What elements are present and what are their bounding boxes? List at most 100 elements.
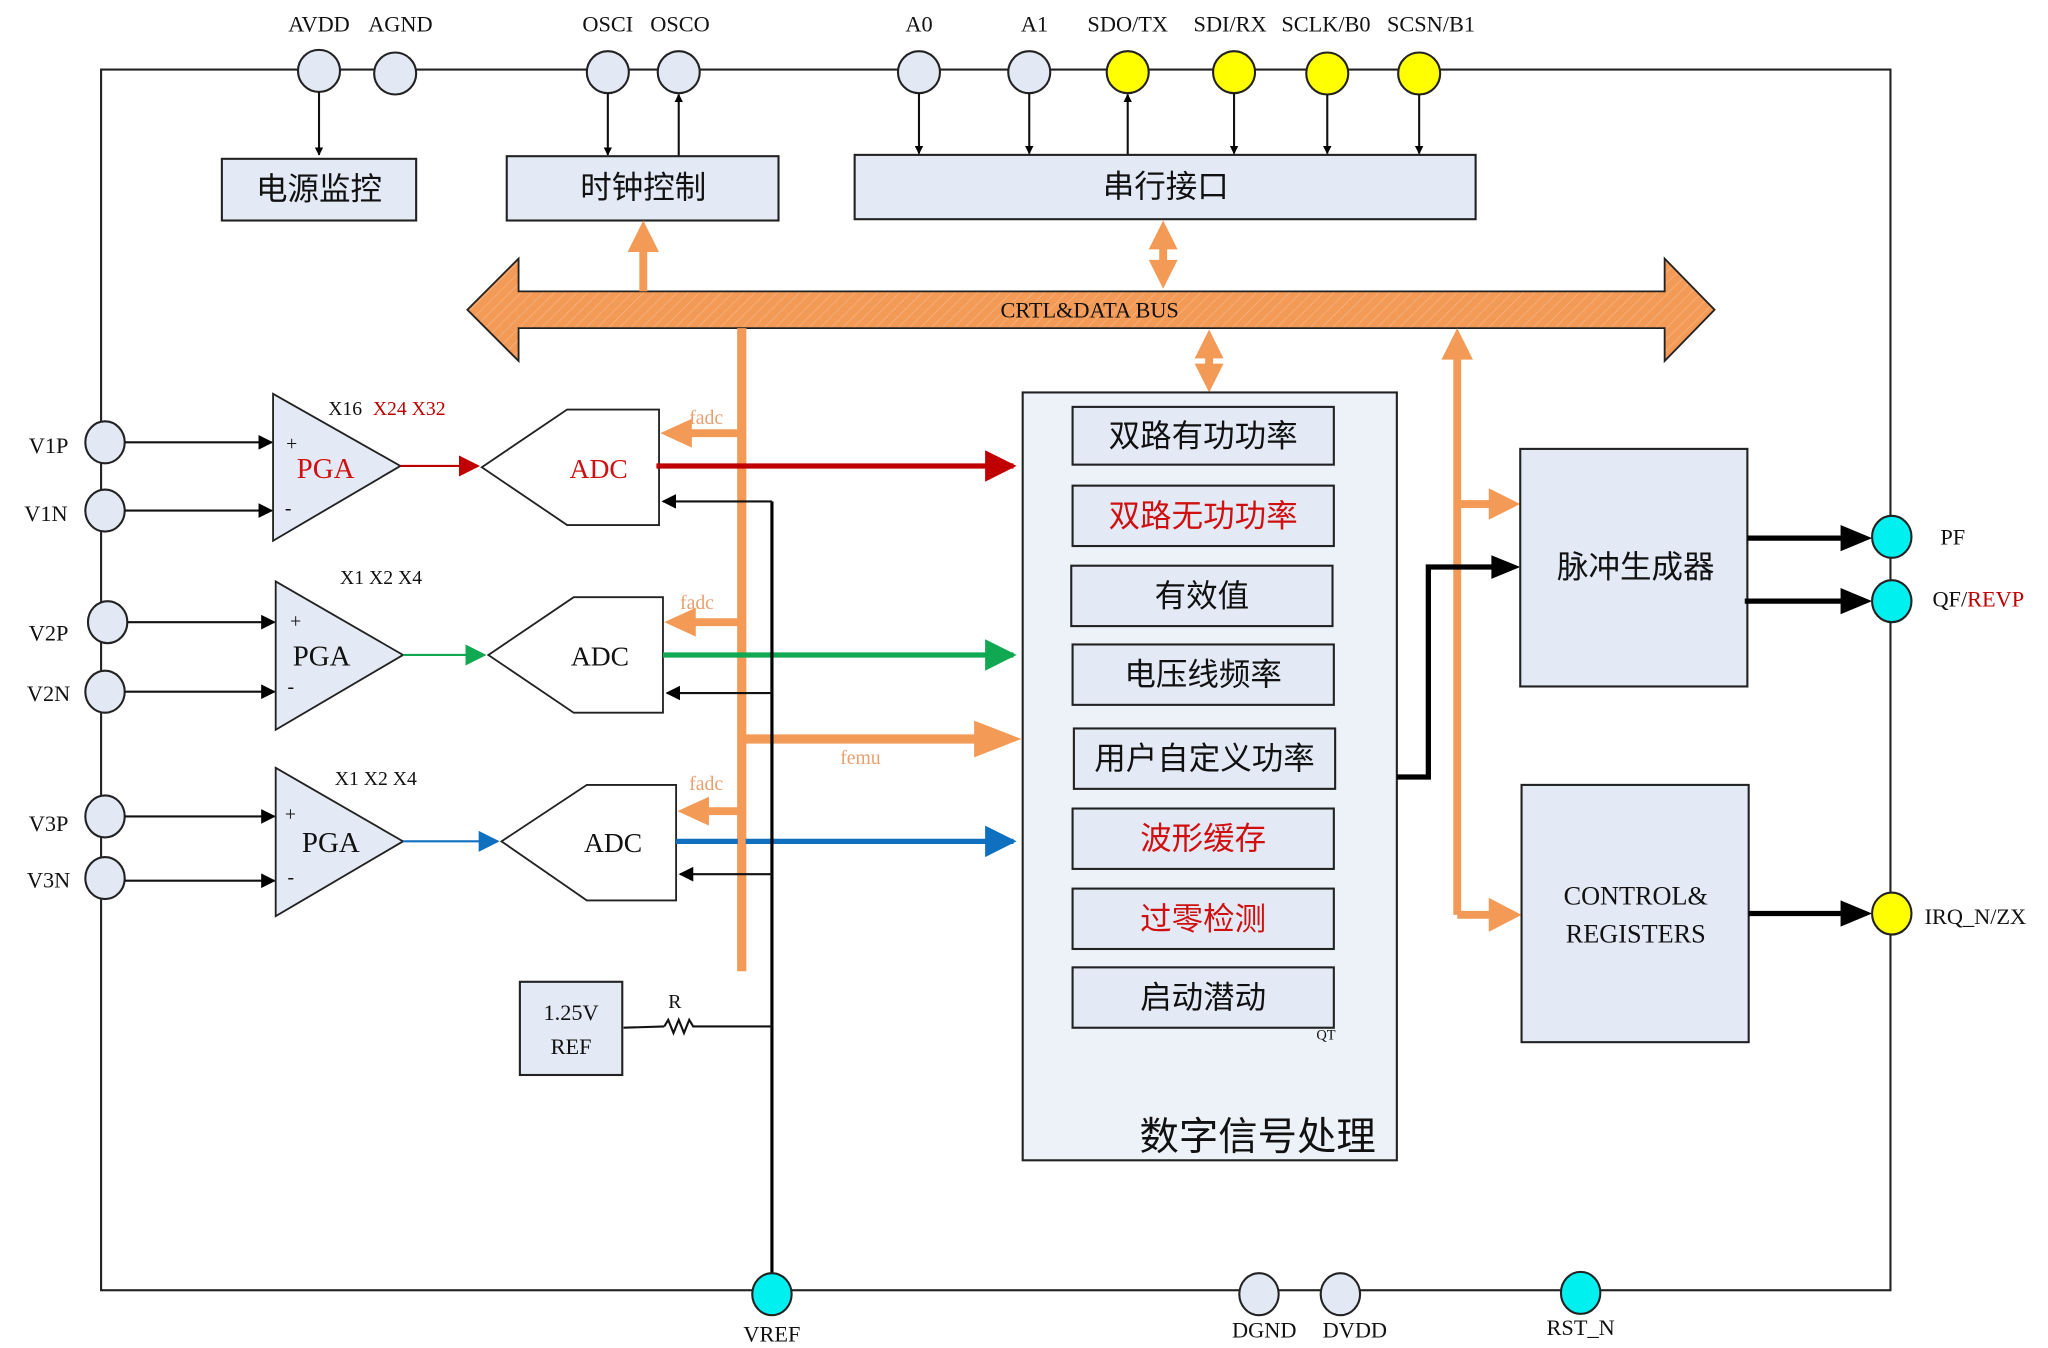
dsp-item[interactable]: 波形缓存 [1071, 807, 1335, 870]
pin-dgnd[interactable]: DGND [1232, 1272, 1296, 1343]
pin-label-sdi-rx: SDI/RX [1194, 12, 1267, 37]
pin-v3p[interactable]: V3P [29, 794, 126, 839]
pin-label-agnd: AGND [368, 12, 432, 37]
bus-to-pulse-arrow [1488, 488, 1521, 520]
pga-2-minus: - [288, 676, 295, 698]
dsp-item[interactable]: 双路无功功率 [1071, 484, 1335, 548]
dsp-item[interactable]: 电压线频率 [1071, 643, 1335, 706]
pga-3-gain: X1 X2 X4 [335, 768, 417, 790]
pin-a0[interactable]: A0 [896, 12, 942, 95]
adc-1[interactable]: ADC [480, 408, 660, 526]
pulse-generator-label: 脉冲生成器 [1557, 550, 1715, 585]
resistor-symbol [663, 1017, 772, 1036]
dsp-item-box [1071, 887, 1335, 951]
pin-sdo-tx[interactable]: SDO/TX [1087, 12, 1168, 95]
dsp-item-box [1071, 405, 1335, 466]
dsp-item-label: 电压线频率 [1124, 657, 1282, 692]
dsp-item-label: 启动潜动 [1140, 980, 1266, 1015]
dsp-item-box [1071, 643, 1335, 706]
adc-2[interactable]: ADC [486, 596, 664, 714]
qf-arrow [1840, 588, 1873, 615]
pga-3[interactable]: + - PGA [274, 766, 405, 918]
pin-irq-zx[interactable]: IRQ_N/ZX [1871, 891, 2027, 936]
control-registers-label-1: CONTROL& [1564, 881, 1708, 910]
top-pin-wires [314, 91, 1424, 157]
dsp-item[interactable]: 启动潜动 [1071, 966, 1335, 1029]
clock-control-block[interactable]: 时钟控制 [505, 155, 780, 222]
pga-1-gain: X16 [328, 398, 362, 420]
pin-osci[interactable]: OSCI [582, 12, 633, 95]
bus-label: CRTL&DATA BUS [1000, 298, 1178, 323]
pin-osco[interactable]: OSCO [650, 12, 710, 95]
dsp-item[interactable]: 用户自定义功率 [1072, 727, 1337, 790]
dsp-item-box [1072, 727, 1337, 790]
voltage-ref-block[interactable]: 1.25V REF [518, 980, 624, 1077]
dsp-item[interactable]: 有效值 [1070, 564, 1334, 628]
pin-vref[interactable]: VREF [743, 1272, 800, 1346]
pin-v3n[interactable]: V3N [27, 856, 126, 901]
dsp-item[interactable]: 过零检测 [1071, 887, 1335, 951]
fadc-3-line [708, 807, 746, 965]
pin-label-irq: IRQ_N/ZX [1925, 904, 2027, 929]
pin-avdd[interactable]: AVDD [288, 12, 350, 93]
fadc-1-arrow [660, 418, 692, 448]
pin-sclk-b0[interactable]: SCLK/B0 [1281, 12, 1371, 96]
channel-2: + - PGA X1 X2 X4 ADC fadc [274, 567, 1017, 732]
dsp-item[interactable]: 双路有功功率 [1071, 405, 1335, 466]
pga-3-plus: + [285, 803, 296, 825]
pga-1-minus: - [285, 498, 292, 520]
adc-3-label: ADC [584, 827, 642, 858]
pin-label-osci: OSCI [582, 12, 633, 37]
dsp-to-pulse-arrow [1491, 555, 1521, 579]
pga-2-plus: + [290, 610, 301, 632]
channel-3: + - PGA X1 X2 X4 ADC fadc [274, 766, 1017, 965]
bottom-pins: VREF DGND DVDD RST_N [743, 1270, 1615, 1346]
dsp-hidden-label: QT [1316, 1028, 1335, 1044]
adc-2-label: ADC [571, 640, 629, 671]
pin-qf-revp[interactable]: QF/REVP [1871, 579, 2024, 624]
femu-arrow [974, 720, 1022, 758]
pin-label-a1: A1 [1021, 12, 1048, 37]
fadc-1-label: fadc [689, 407, 723, 429]
pin-pf[interactable]: PF [1871, 514, 1965, 559]
pga-1-plus: + [286, 433, 297, 455]
pin-dvdd[interactable]: DVDD [1319, 1272, 1387, 1342]
pin-label-v1p: V1P [29, 433, 69, 458]
pga-2[interactable]: + - PGA [274, 579, 405, 732]
pin-rst-n[interactable]: RST_N [1547, 1270, 1615, 1340]
pga-3-label: PGA [302, 827, 360, 859]
adc-3[interactable]: ADC [499, 783, 678, 902]
pin-v1p[interactable]: V1P [29, 420, 126, 465]
pin-a1[interactable]: A1 [1007, 12, 1052, 95]
serial-interface-block[interactable]: 串行接口 [853, 153, 1477, 221]
pin-sdi-rx[interactable]: SDI/RX [1194, 12, 1267, 95]
power-monitor-block[interactable]: 电源监控 [220, 157, 418, 222]
dsp-to-pulse-wire [1396, 564, 1494, 780]
pin-label-a0: A0 [905, 12, 932, 37]
pin-label-qf: QF/ [1932, 586, 1968, 611]
pulse-generator-block[interactable]: 脉冲生成器 [1519, 447, 1749, 688]
pin-scsn-b1[interactable]: SCSN/B1 [1387, 12, 1475, 96]
pin-label-v2p: V2P [29, 621, 69, 646]
pin-v1n[interactable]: V1N [24, 488, 126, 533]
pga-1[interactable]: + - PGA [272, 392, 403, 543]
ctrl-data-bus: CRTL&DATA BUS [466, 256, 1716, 364]
input-wires [124, 434, 276, 889]
pin-v2n[interactable]: V2N [27, 669, 126, 714]
dsp-item-box [1070, 564, 1334, 628]
pin-label-dgnd: DGND [1232, 1318, 1296, 1343]
pin-label-avdd: AVDD [288, 12, 350, 37]
dsp-title: 数字信号处理 [1140, 1115, 1376, 1159]
pin-v2p[interactable]: V2P [29, 600, 129, 646]
bus-arrow [466, 256, 1716, 364]
serial-interface-label: 串行接口 [1103, 169, 1229, 204]
dsp-block: 双路有功功率双路无功功率有效值电压线频率用户自定义功率波形缓存过零检测启动潜动 … [1021, 391, 1398, 1162]
pin-label-vref: VREF [743, 1321, 800, 1346]
control-registers-block[interactable]: CONTROL& REGISTERS [1520, 783, 1750, 1044]
resistor-label: R [668, 991, 682, 1013]
dsp-item-box [1071, 807, 1335, 870]
clock-control-label: 时钟控制 [580, 170, 706, 205]
pin-agnd[interactable]: AGND [368, 12, 433, 96]
bus-serial-arrow-up [1148, 220, 1178, 250]
power-monitor-label: 电源监控 [256, 172, 382, 207]
